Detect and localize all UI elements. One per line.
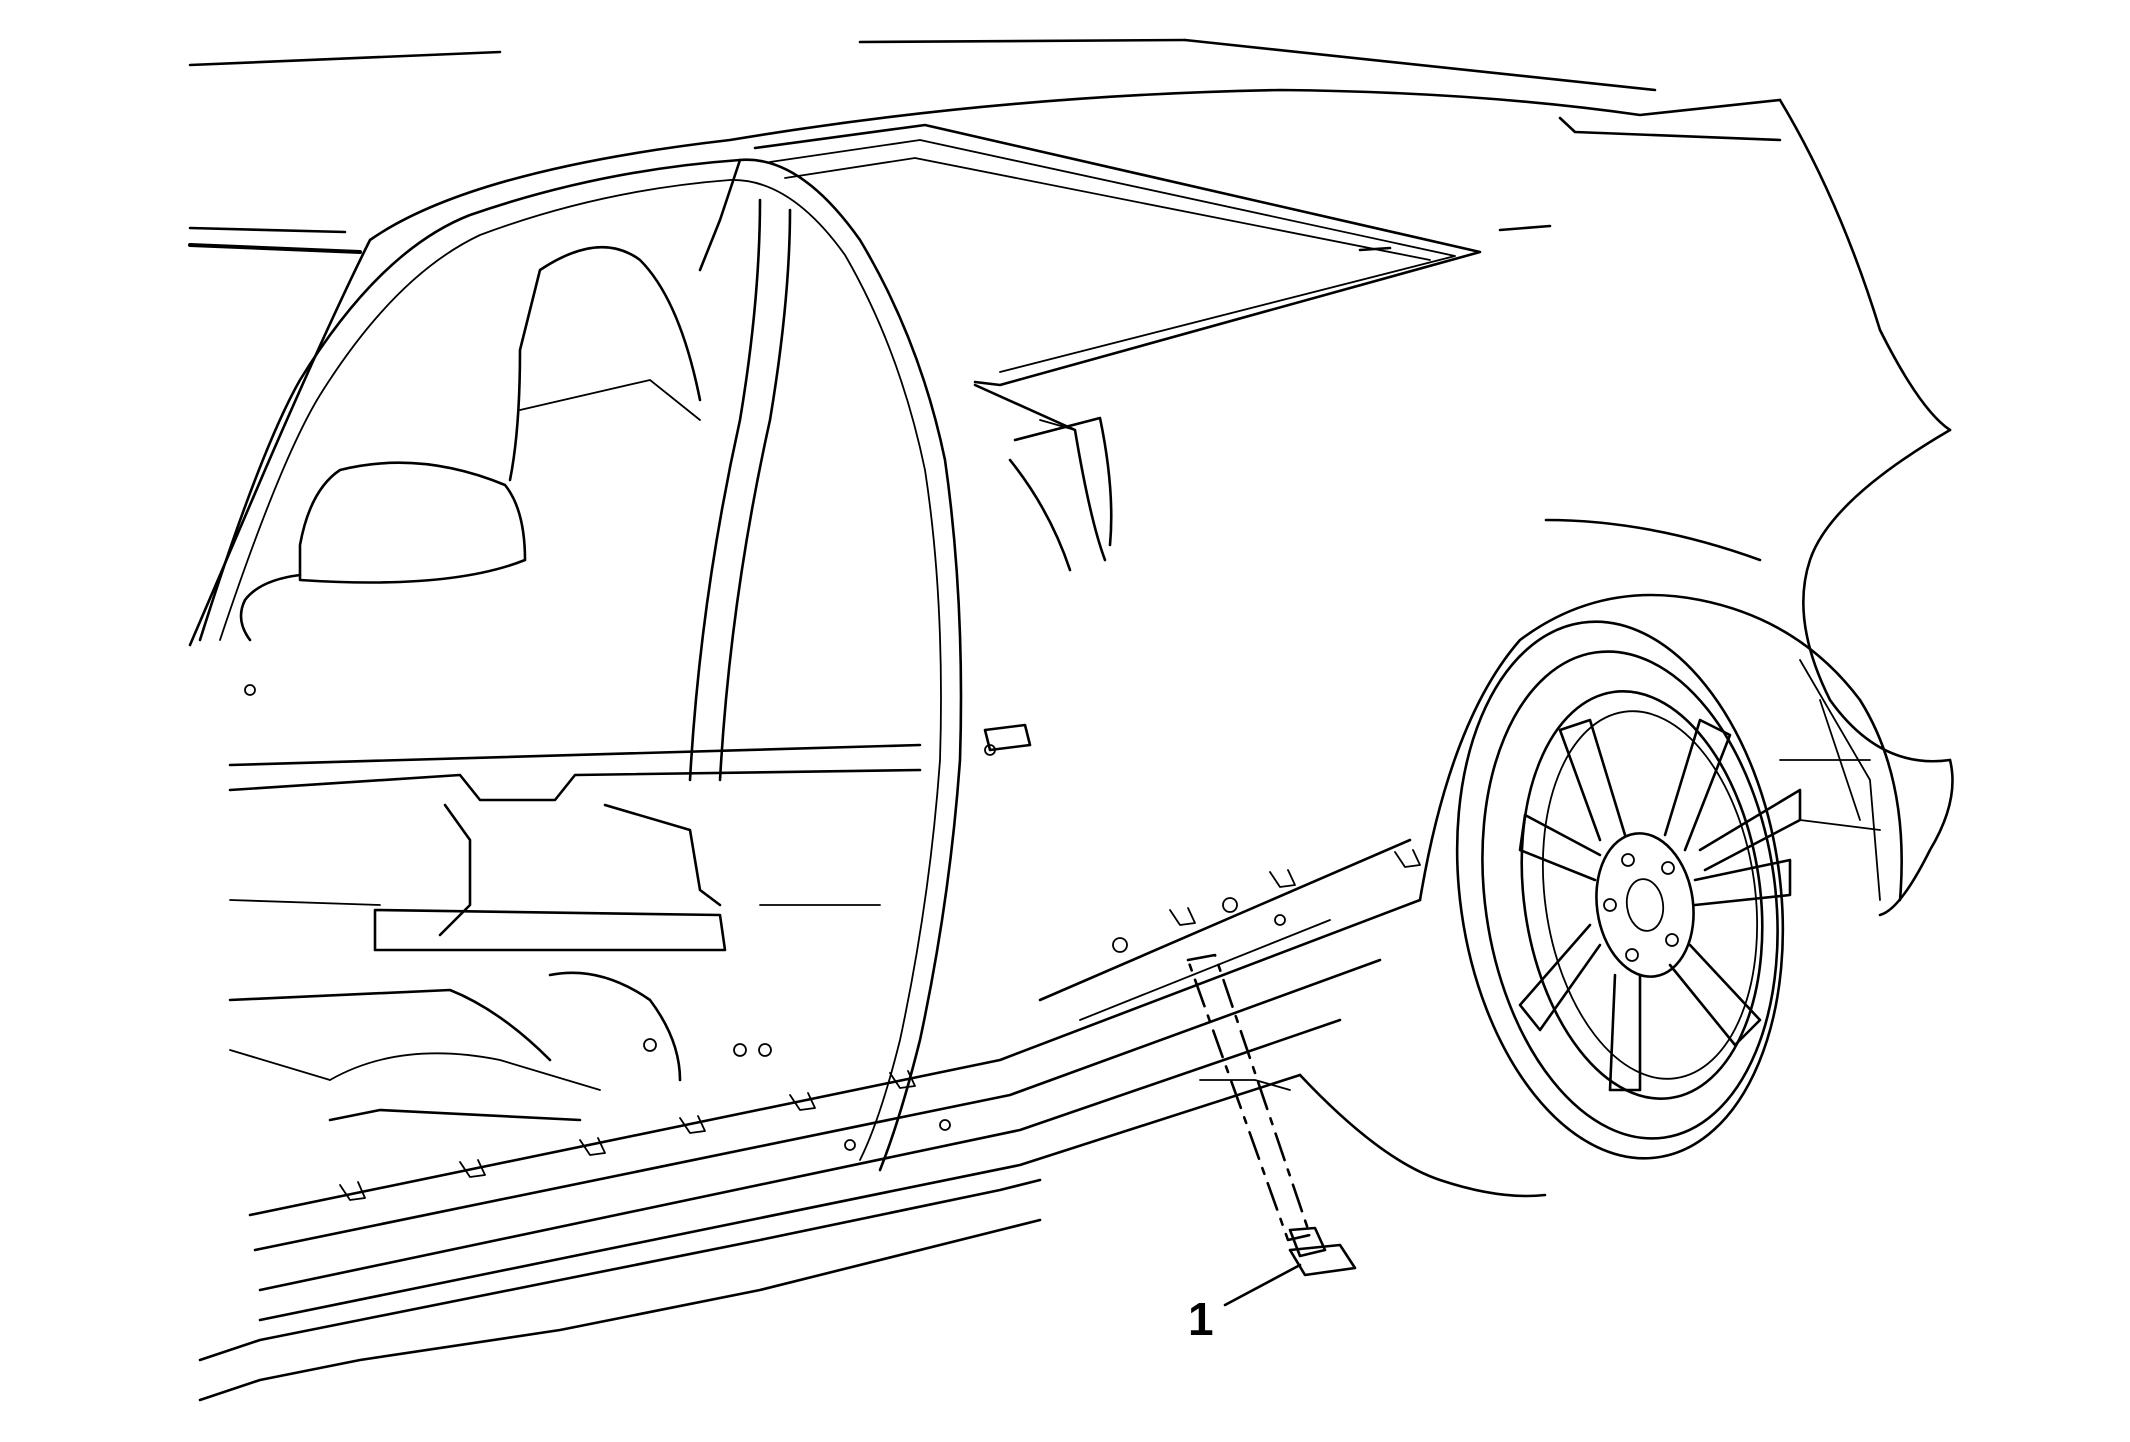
rear-wheel (1455, 620, 1802, 1160)
wheel-arch (1298, 593, 1903, 1198)
rocker-panel (198, 838, 1422, 1402)
installation-guide (1186, 953, 1357, 1277)
b-pillar (983, 723, 1032, 756)
interior-details (228, 158, 922, 1122)
background-lines (188, 38, 1657, 254)
callout-leader-line (1223, 1263, 1302, 1307)
car-body-outline (188, 88, 1954, 917)
callout-1: 1 (1188, 1263, 1302, 1345)
door-opening (198, 158, 1113, 1172)
callout-label: 1 (1188, 1293, 1214, 1345)
rear-quarter-window (753, 123, 1482, 387)
